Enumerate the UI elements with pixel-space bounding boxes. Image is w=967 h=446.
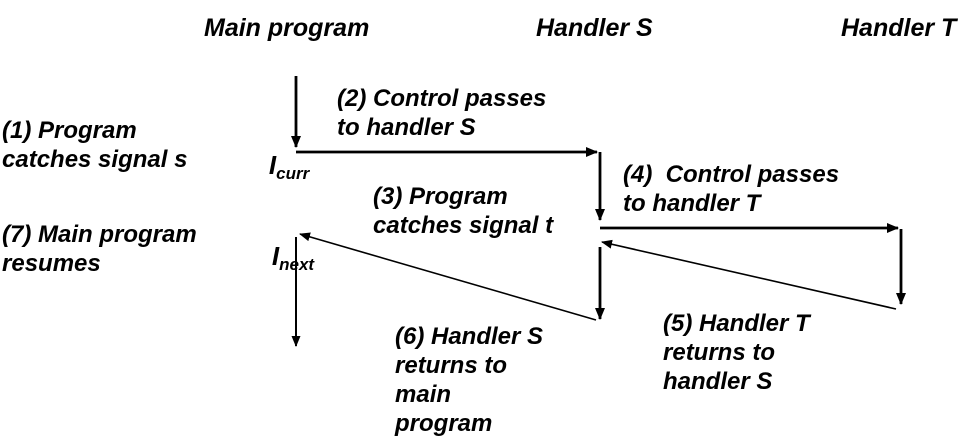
column-header-handler-s: Handler S [536, 14, 653, 42]
column-header-main-program: Main program [204, 14, 370, 42]
annotation-line: program [395, 410, 493, 437]
annotation-line: (7) Main program [2, 221, 197, 248]
column-header-handler-t: Handler T [841, 14, 957, 42]
arrow-return-t-to-s [601, 239, 897, 310]
annotation-line: returns to [663, 339, 776, 366]
annotation-step5-handler-t-returns-to-handler-s: (5) Handler T returns to handler S [663, 309, 810, 396]
arrow-return-s-to-main [299, 232, 597, 321]
instruction-marker-inext: Inext [243, 217, 314, 295]
annotation-line: handler S [663, 368, 773, 395]
annotation-line: (2) Control passes [337, 85, 547, 112]
inext-base: I [271, 241, 280, 271]
annotation-line: (4) Control passes [623, 161, 840, 188]
annotation-line: (6) Handler S [395, 323, 544, 350]
annotation-step4-control-passes-to-handler-t: (4) Control passes to handler T [623, 160, 839, 218]
annotation-line: (5) Handler T [663, 310, 810, 337]
icurr-base: I [268, 150, 277, 180]
instruction-marker-icurr: Icurr [240, 126, 309, 204]
annotation-step1-program-catches-signal-s: (1) Program catches signal s [2, 116, 187, 174]
annotation-step2-control-passes-to-handler-s: (2) Control passes to handler S [337, 84, 546, 142]
annotation-step3-program-catches-signal-t: (3) Program catches signal t [373, 182, 553, 240]
annotation-step6-handler-s-returns-to-main-program: (6) Handler S returns to main program [395, 322, 543, 438]
annotation-line: catches signal t [373, 212, 554, 239]
annotation-line: (3) Program [373, 183, 508, 210]
annotation-line: catches signal s [2, 146, 188, 173]
inext-subscript: next [279, 255, 315, 274]
annotation-line: main [395, 381, 452, 408]
annotation-line: (1) Program [2, 117, 137, 144]
annotation-line: to handler T [623, 190, 761, 217]
annotation-step7-main-program-resumes: (7) Main program resumes [2, 220, 197, 278]
annotation-line: returns to [395, 352, 508, 379]
annotation-line: to handler S [337, 114, 476, 141]
icurr-subscript: curr [276, 164, 310, 183]
annotation-line: resumes [2, 250, 101, 277]
